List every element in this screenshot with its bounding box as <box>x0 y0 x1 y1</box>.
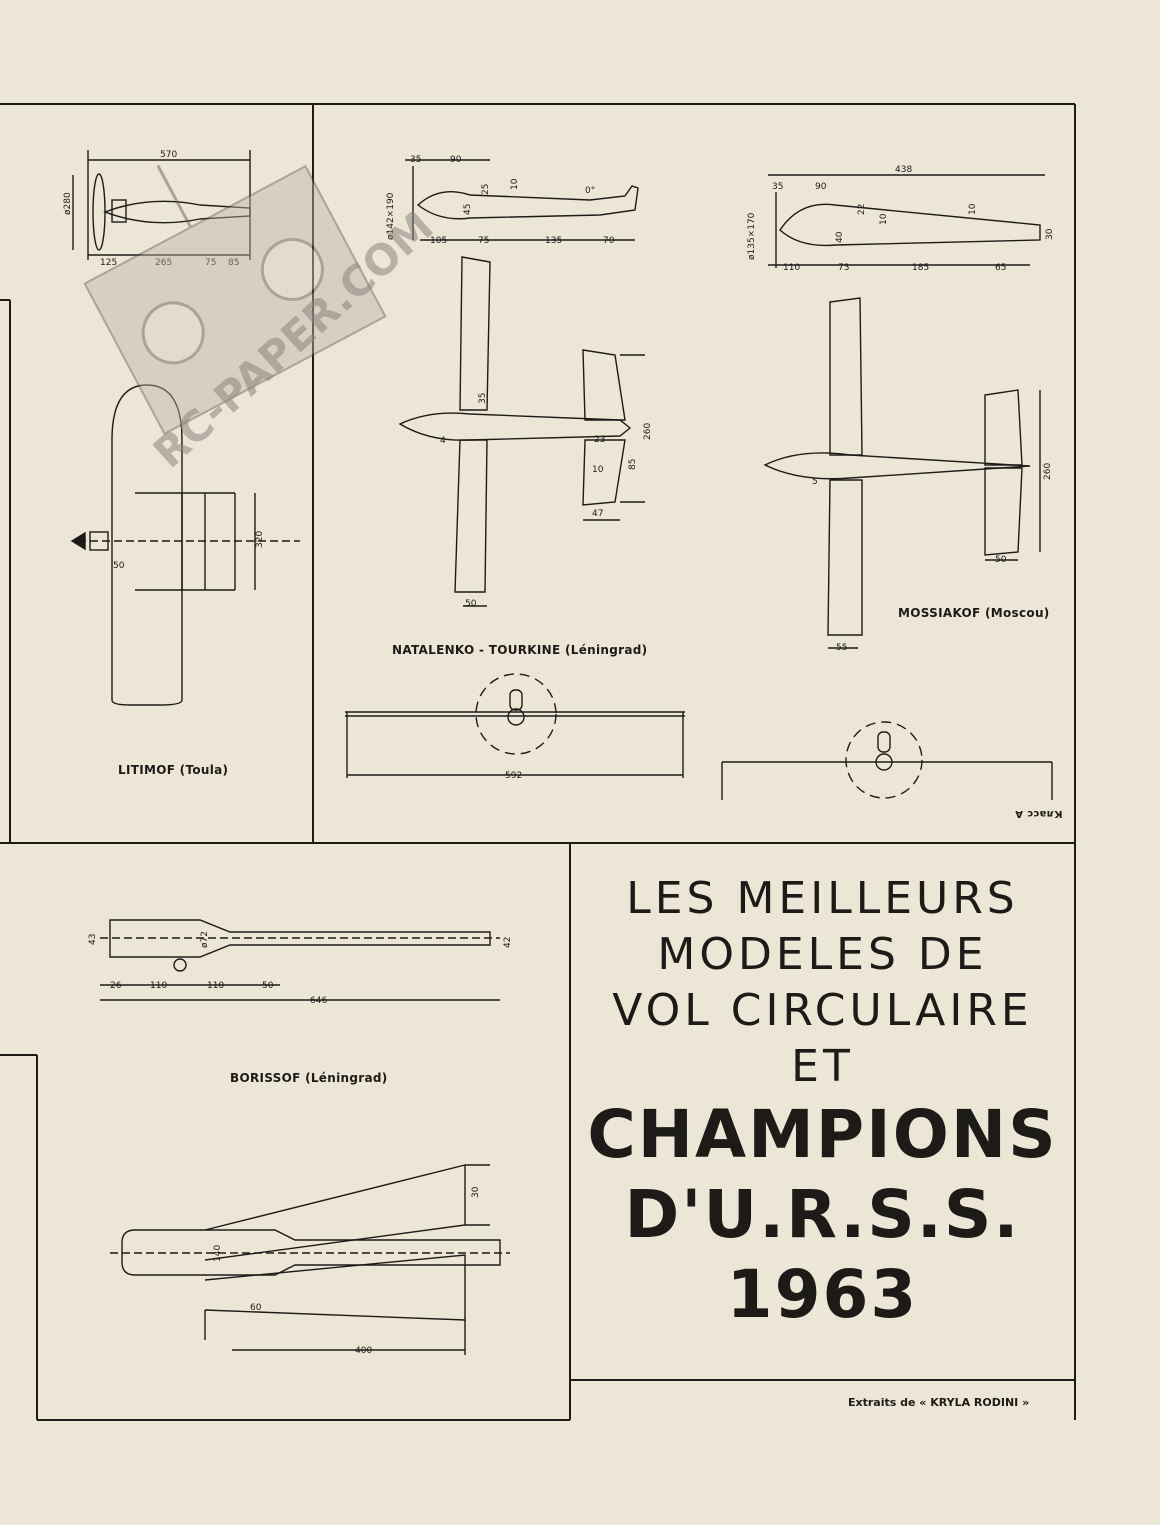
title-line-3: VOL CIRCULAIRE <box>612 985 1033 1036</box>
mossiakof-top-dims: 260 5 50 55 <box>812 463 1053 653</box>
caption-litimof: LITIMOF (Toula) <box>118 763 229 777</box>
svg-text:60: 60 <box>250 1303 262 1313</box>
svg-text:105: 105 <box>430 236 447 246</box>
title-line-6: D'U.R.S.S. <box>624 1176 1021 1253</box>
svg-text:110: 110 <box>207 981 224 991</box>
svg-text:22: 22 <box>857 204 867 215</box>
svg-text:30: 30 <box>471 1186 481 1198</box>
svg-text:73: 73 <box>838 263 849 273</box>
caption-mossiakof: MOSSIAKOF (Moscou) <box>898 606 1050 620</box>
svg-text:110: 110 <box>783 263 800 273</box>
svg-text:10: 10 <box>510 178 520 190</box>
svg-text:265: 265 <box>155 258 172 268</box>
svg-text:50: 50 <box>262 981 274 991</box>
credit-line: Extraits de « KRYLA RODINI » <box>848 1396 1030 1409</box>
litimof-side-view <box>72 150 251 260</box>
svg-text:4: 4 <box>440 436 446 446</box>
natalenko-top-view <box>398 256 645 607</box>
svg-text:45: 45 <box>463 204 473 215</box>
svg-text:47: 47 <box>592 509 603 519</box>
natalenko-front-view <box>345 673 685 778</box>
mossiakof-side-dims: 438 35 90 22 10 40 10 30 ø135×170 110 73… <box>747 165 1055 273</box>
svg-text:10: 10 <box>592 465 604 475</box>
svg-text:23: 23 <box>594 435 605 445</box>
svg-text:25: 25 <box>481 184 491 195</box>
svg-text:260: 260 <box>643 423 653 440</box>
svg-text:10: 10 <box>968 203 978 215</box>
litimof-side-dims: 570 ø280 125 265 75 85 <box>63 150 239 268</box>
caption-klass: Класс А <box>1015 808 1063 819</box>
mossiakof-top-view <box>763 297 1041 649</box>
svg-text:185: 185 <box>912 263 929 273</box>
svg-text:400: 400 <box>355 1346 372 1356</box>
svg-text:65: 65 <box>995 263 1006 273</box>
svg-text:40: 40 <box>835 231 845 243</box>
litimof-top-dims: 320 50 <box>113 531 265 571</box>
natalenko-side-dims: 35 90 25 10 0° 45 ø142×190 105 75 135 70 <box>386 155 615 246</box>
title-line-5: CHAMPIONS <box>587 1096 1058 1173</box>
borissof-top-dims: 30 140 60 400 <box>213 1186 481 1356</box>
svg-text:35: 35 <box>478 393 488 404</box>
caption-natalenko: NATALENKO - TOURKINE (Léningrad) <box>392 643 648 657</box>
natalenko-top-dims: 35 260 23 85 10 47 4 50 <box>440 393 653 609</box>
svg-text:26: 26 <box>110 981 122 991</box>
svg-text:ø72: ø72 <box>200 931 210 948</box>
svg-text:592: 592 <box>505 771 522 781</box>
caption-borissof: BORISSOF (Léningrad) <box>230 1071 388 1085</box>
svg-text:50: 50 <box>995 555 1007 565</box>
litimof-top-view <box>70 384 300 706</box>
svg-text:43: 43 <box>88 934 98 945</box>
mossiakof-front-view <box>721 721 1053 800</box>
svg-text:85: 85 <box>628 459 638 470</box>
svg-text:50: 50 <box>113 561 125 571</box>
svg-text:438: 438 <box>895 165 912 175</box>
svg-text:50: 50 <box>465 599 477 609</box>
svg-text:ø135×170: ø135×170 <box>747 212 757 260</box>
svg-text:35: 35 <box>772 182 783 192</box>
svg-text:570: 570 <box>160 150 177 160</box>
svg-text:30: 30 <box>1045 228 1055 240</box>
svg-text:75: 75 <box>478 236 489 246</box>
svg-text:110: 110 <box>150 981 167 991</box>
borissof-side-view <box>100 919 500 1001</box>
borissof-side-dims: 43 ø72 42 26 110 110 50 646 <box>88 931 513 1006</box>
title-line-2: MODELES DE <box>657 929 988 980</box>
svg-text:140: 140 <box>213 1245 223 1262</box>
svg-text:ø280: ø280 <box>63 192 73 215</box>
svg-text:320: 320 <box>255 531 265 548</box>
svg-text:85: 85 <box>228 258 239 268</box>
svg-text:260: 260 <box>1043 463 1053 480</box>
svg-text:0°: 0° <box>585 186 595 196</box>
svg-text:90: 90 <box>815 182 827 192</box>
mossiakof-side-view <box>768 174 1045 268</box>
title-block: LES MEILLEURS MODELES DE VOL CIRCULAIRE … <box>570 845 1075 1420</box>
svg-text:35: 35 <box>410 155 421 165</box>
svg-text:ø142×190: ø142×190 <box>386 192 396 240</box>
natalenko-side-view <box>405 159 639 241</box>
svg-text:10: 10 <box>879 213 889 225</box>
svg-text:135: 135 <box>545 236 562 246</box>
borissof-top-view <box>110 1164 510 1355</box>
svg-text:646: 646 <box>310 996 327 1006</box>
svg-text:125: 125 <box>100 258 117 268</box>
title-line-1: LES MEILLEURS <box>626 873 1019 924</box>
title-line-7: 1963 <box>726 1256 919 1333</box>
svg-text:90: 90 <box>450 155 462 165</box>
svg-text:55: 55 <box>836 643 847 653</box>
svg-text:42: 42 <box>503 937 513 948</box>
natalenko-front-dims: 592 <box>505 771 522 781</box>
svg-text:75: 75 <box>205 258 216 268</box>
svg-text:70: 70 <box>603 236 615 246</box>
svg-text:5: 5 <box>812 477 818 487</box>
rc-paper-watermark <box>83 164 387 436</box>
title-line-4: ET <box>791 1041 854 1092</box>
